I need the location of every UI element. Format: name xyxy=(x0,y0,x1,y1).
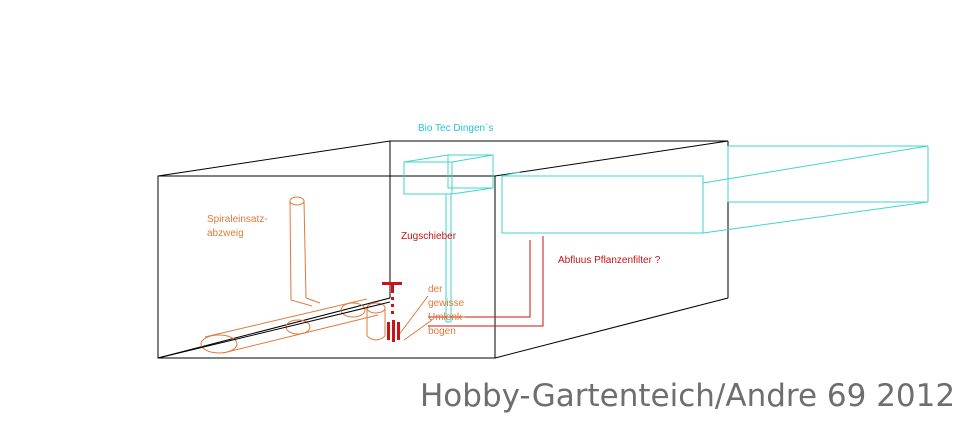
watermark: Hobby-Gartenteich/Andre 69 2012 xyxy=(420,378,955,414)
vertical-pipe-left xyxy=(289,200,292,301)
biotec-small-box-back xyxy=(447,154,494,189)
pond-box xyxy=(157,140,729,359)
valve-dot-1 xyxy=(391,297,394,300)
valve-bar-3 xyxy=(397,322,400,340)
slide-valve xyxy=(382,282,402,342)
outflow-line-1 xyxy=(428,240,531,318)
label-spirale-1: Spiraleinsatz- xyxy=(207,214,268,225)
biotec-small-box-edge-3 xyxy=(451,187,494,195)
bend-pipe-bottom xyxy=(366,335,386,341)
box-top-left-edge xyxy=(157,140,391,177)
label-umlenk-1: der xyxy=(428,284,443,295)
valve-dot-2 xyxy=(391,304,394,307)
umlenk-pointer-2 xyxy=(403,319,433,341)
horizontal-pipe-end-left xyxy=(200,334,238,354)
label-umlenk-2: gewisse xyxy=(428,298,465,309)
outflow-lines xyxy=(428,236,544,327)
branch-link-1 xyxy=(290,299,313,307)
plant-filter-bottom-edge xyxy=(702,201,929,234)
valve-handle xyxy=(382,282,402,285)
label-bio-tec: Bio Tec Dingen´s xyxy=(418,123,494,134)
label-spirale-2: abzweig xyxy=(207,228,244,239)
box-bottom-right-edge xyxy=(494,297,729,359)
vertical-pipe-right xyxy=(303,200,307,299)
umlenk-pointer-1 xyxy=(397,295,429,337)
branch-link-2 xyxy=(305,297,321,304)
plant-filter-side xyxy=(501,171,521,177)
valve-bar-1 xyxy=(387,322,390,340)
valve-stem xyxy=(391,285,394,293)
biotec-small-box-edge-2 xyxy=(451,154,494,163)
outflow-line-2 xyxy=(428,236,544,327)
biotec-small-box-front xyxy=(403,161,453,195)
label-umlenk-3: Umlenk- xyxy=(428,312,466,323)
valve-dot-3 xyxy=(391,311,394,314)
pipe-ring-right xyxy=(340,302,366,318)
bend-pipe-top xyxy=(366,302,386,314)
biotec-small-box-edge-1 xyxy=(403,154,449,163)
plant-filter-front xyxy=(501,175,704,234)
spiral-pipes xyxy=(200,196,433,354)
valve-bar-2 xyxy=(392,320,395,342)
box-bottom-left-edge xyxy=(157,297,391,359)
horizontal-pipe-top xyxy=(204,298,368,338)
plant-filter-top-edge xyxy=(702,145,929,184)
vertical-pipe-top xyxy=(289,196,305,206)
label-umlenk-4: bogen xyxy=(428,326,456,337)
box-top-right-edge xyxy=(494,140,729,177)
label-zugschieber: Zugschieber xyxy=(401,231,457,242)
inner-diagonal xyxy=(157,301,391,359)
biotec-filter xyxy=(403,145,929,323)
label-abfluss: Abfluus Pflanzenfilter ? xyxy=(558,255,661,266)
